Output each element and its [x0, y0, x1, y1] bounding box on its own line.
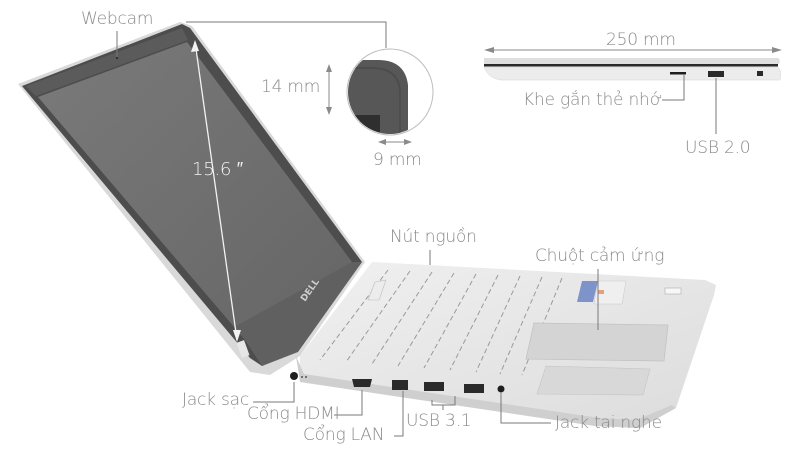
hdmi-port [352, 379, 372, 387]
charging-port [290, 372, 298, 380]
label-touchpad: Chuột cảm ứng [535, 246, 665, 266]
side-profile-view [483, 47, 782, 81]
side-ports [290, 372, 505, 393]
laptop-base [296, 262, 716, 428]
lock-slot [757, 71, 763, 76]
label-thickness-width: 250 mm [606, 30, 676, 50]
screen-diagonal-arrow [191, 40, 241, 342]
headphone-port [497, 385, 505, 393]
power-button [367, 279, 387, 301]
fingerprint-sensor [664, 287, 682, 295]
usb31-port-1 [424, 382, 444, 391]
label-usb31: USB 3.1 [406, 411, 472, 431]
intel-sticker [577, 280, 627, 305]
label-hdmi: Cổng HDMI [247, 404, 340, 424]
label-lan: Cổng LAN [303, 425, 385, 445]
label-bezel-side: 9 mm [373, 150, 422, 170]
label-usb2: USB 2.0 [685, 138, 751, 158]
hinge [236, 340, 250, 358]
usb2-port [708, 71, 724, 77]
leader-lines [116, 31, 717, 437]
touchpad [525, 322, 669, 362]
label-power-button: Nút nguồn [390, 227, 477, 247]
usb31-port-2 [464, 384, 484, 393]
label-webcam: Webcam [81, 9, 154, 29]
numpad-area [536, 365, 651, 396]
card-slot [670, 72, 686, 75]
lan-port [392, 380, 408, 390]
webcam-dot [115, 56, 119, 60]
label-charging-jack: Jack sạc [182, 390, 250, 410]
laptop-lid [18, 22, 365, 375]
label-headphone-jack: Jack tai nghe [555, 413, 662, 433]
label-bezel-top: 14 mm [261, 77, 321, 97]
label-screen-size: 15.6 ″ [192, 159, 243, 180]
label-card-slot: Khe gắn thẻ nhớ [523, 90, 663, 110]
